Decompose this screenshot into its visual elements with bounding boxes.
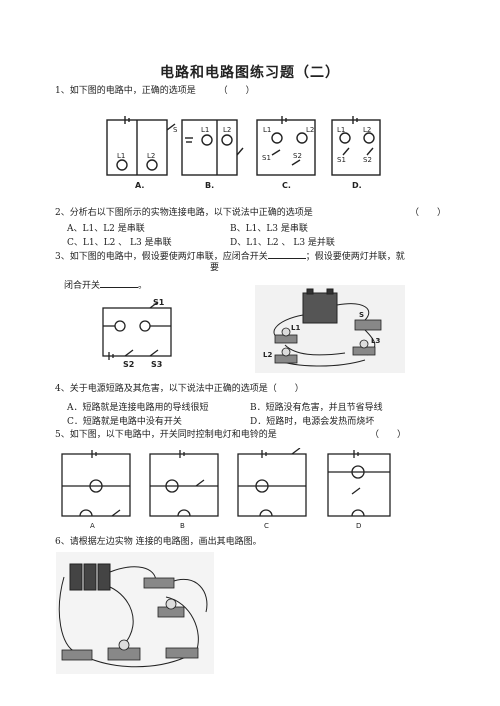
page-title: 电路和电路图练习题（二） [160, 65, 340, 81]
q5-option-d-label: D [356, 522, 361, 530]
question-2-text: 2、分析右以下图所示的实物连接电路，以下说法中正确的选项是 [55, 208, 313, 218]
question-3-end: 。 [138, 281, 148, 291]
question-4: 4、关于电源短路及其危害，以下说法中正确的选项是（ ） [55, 383, 304, 395]
question-3-text-c: 要 [210, 263, 220, 273]
question-4-text: 4、关于电源短路及其危害，以下说法中正确的选项是 [55, 384, 268, 394]
q1-label-s2-c: S2 [293, 152, 302, 160]
q1-label-s: S [173, 126, 178, 134]
q3-schematic-s2: S2 [123, 360, 134, 368]
question-5: 5、如下图，以下电路中，开关同时控制电灯和电铃的是 [55, 429, 277, 441]
q1-label-l2-d: L2 [363, 126, 371, 134]
q1-label-l2-c: L2 [306, 126, 314, 134]
q4-option-a: A．短路就是连接电路用的导线很短 [67, 403, 209, 413]
q5-option-a-label: A [90, 522, 95, 530]
q2-photo-l2: L2 [263, 351, 272, 359]
q3-blank-series[interactable] [267, 250, 306, 259]
q3-schematic-s3: S3 [151, 360, 162, 368]
question-3-schematic: S1 S2 S3 [95, 296, 185, 368]
q1-label-l1-b: L1 [201, 126, 209, 134]
q2-option-c: C、L1、L2 、 L3 是串联 [67, 238, 172, 248]
question-4-answer-paren: （ ） [267, 384, 304, 394]
q2-photo-l3: L3 [371, 337, 380, 345]
q2-option-d: D、L1、L2 、 L3 是并联 [230, 238, 335, 248]
q1-option-b-label: B. [205, 181, 214, 190]
q1-label-l1-c: L1 [263, 126, 271, 134]
question-6: 6、请根据左边实物 连接的电路图，画出其电路图。 [55, 536, 262, 548]
q2-photo-l1: L1 [291, 324, 300, 332]
question-1: 1、如下图的电路中，正确的选项是 （ ） [55, 85, 255, 97]
question-3: 3、如下图的电路中，假设要使两灯串联，应闭合开关 ；假设要使两灯并联，就 [55, 250, 405, 263]
q4-option-c: C．短路就是电路中没有开关 [67, 417, 182, 427]
q4-option-b: B．短路没有危害，并且节省导线 [250, 403, 383, 413]
question-6-text: 6、请根据左边实物 连接的电路图，画出其电路图。 [55, 537, 262, 547]
question-3-line-2: 闭合开关 。 [64, 279, 147, 292]
question-5-text: 5、如下图，以下电路中，开关同时控制电灯和电铃的是 [55, 430, 277, 440]
q4-option-d: D．短路时，电源会发热而烧坏 [250, 417, 375, 427]
question-5-figure: A B C D [52, 448, 392, 530]
question-1-figure: L1 L2 S L1 L2 L1 L2 S1 S2 L1 L2 S1 S2 A.… [97, 110, 397, 192]
q5-option-b-label: B [180, 522, 185, 530]
question-1-text: 1、如下图的电路中，正确的选项是 [55, 86, 196, 96]
q3-schematic-s1: S1 [153, 298, 165, 307]
q1-option-a-label: A. [135, 181, 144, 190]
q1-label-l2-b: L2 [223, 126, 231, 134]
question-1-answer-paren: （ ） [218, 86, 255, 96]
q1-label-s1-d: S1 [337, 156, 346, 164]
q1-option-c-label: C. [282, 181, 291, 190]
question-3-text-a: 3、如下图的电路中，假设要使两灯串联，应闭合开关 [55, 252, 268, 262]
q2-photo-s: S [359, 311, 364, 319]
q1-label-l2: L2 [147, 152, 155, 160]
q2-option-b: B、L1、L3 是串联 [230, 224, 308, 234]
question-6-circuit-photo [56, 552, 214, 674]
q1-label-l1-d: L1 [337, 126, 345, 134]
q3-blank-parallel[interactable] [100, 279, 139, 288]
question-2: 2、分析右以下图所示的实物连接电路，以下说法中正确的选项是 [55, 207, 313, 219]
q5-option-c-label: C [264, 522, 269, 530]
q1-label-s1-c: S1 [262, 154, 271, 162]
question-3-text-b: ；假设要使两灯并联，就 [305, 252, 405, 262]
question-3-text-d: 闭合开关 [64, 281, 101, 291]
question-2-circuit-photo: L1 S L3 L2 [255, 285, 405, 373]
q2-option-a: A、L1、L2 是串联 [67, 224, 145, 234]
q1-label-l1: L1 [117, 152, 125, 160]
question-5-answer-paren: （ ） [370, 430, 407, 440]
q1-option-d-label: D. [352, 181, 362, 190]
question-2-answer-paren: （ ） [410, 208, 447, 218]
q1-label-s2-d: S2 [363, 156, 372, 164]
